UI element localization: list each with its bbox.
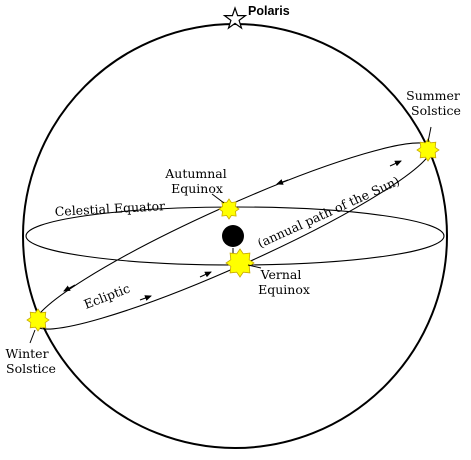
winter-solstice-leader xyxy=(29,329,36,344)
summer-solstice-leader xyxy=(427,126,432,143)
sun-winter-solstice-icon xyxy=(26,308,50,332)
ecliptic-arrow xyxy=(276,179,289,185)
sun-vernal-equinox-icon xyxy=(225,248,255,278)
polaris-star-icon xyxy=(222,6,248,30)
ecliptic-arrow xyxy=(63,284,76,292)
earth xyxy=(222,225,244,247)
polaris-label: Polaris xyxy=(248,4,290,18)
ecliptic-direction-arrows xyxy=(63,160,402,301)
autumnal-equinox-leader xyxy=(211,193,225,204)
autumnal-equinox-label: Autumnal Equinox xyxy=(164,166,231,196)
vernal-equinox-leader xyxy=(247,264,262,269)
vernal-equinox-label: Vernal Equinox xyxy=(258,267,310,297)
summer-solstice-label: Summer Solstice xyxy=(406,88,464,118)
sun-autumnal-equinox-icon xyxy=(218,198,240,220)
winter-solstice-label: Winter Solstice xyxy=(5,346,55,376)
label-leader-lines xyxy=(29,126,432,344)
ecliptic-arrow xyxy=(139,295,152,301)
ecliptic-arrow xyxy=(389,160,402,167)
celestial-equator-label: Celestial Equator xyxy=(54,198,165,219)
ecliptic-arrow xyxy=(199,271,212,278)
ecliptic-label: Ecliptic xyxy=(82,281,132,312)
sun-summer-solstice-icon xyxy=(416,138,440,162)
